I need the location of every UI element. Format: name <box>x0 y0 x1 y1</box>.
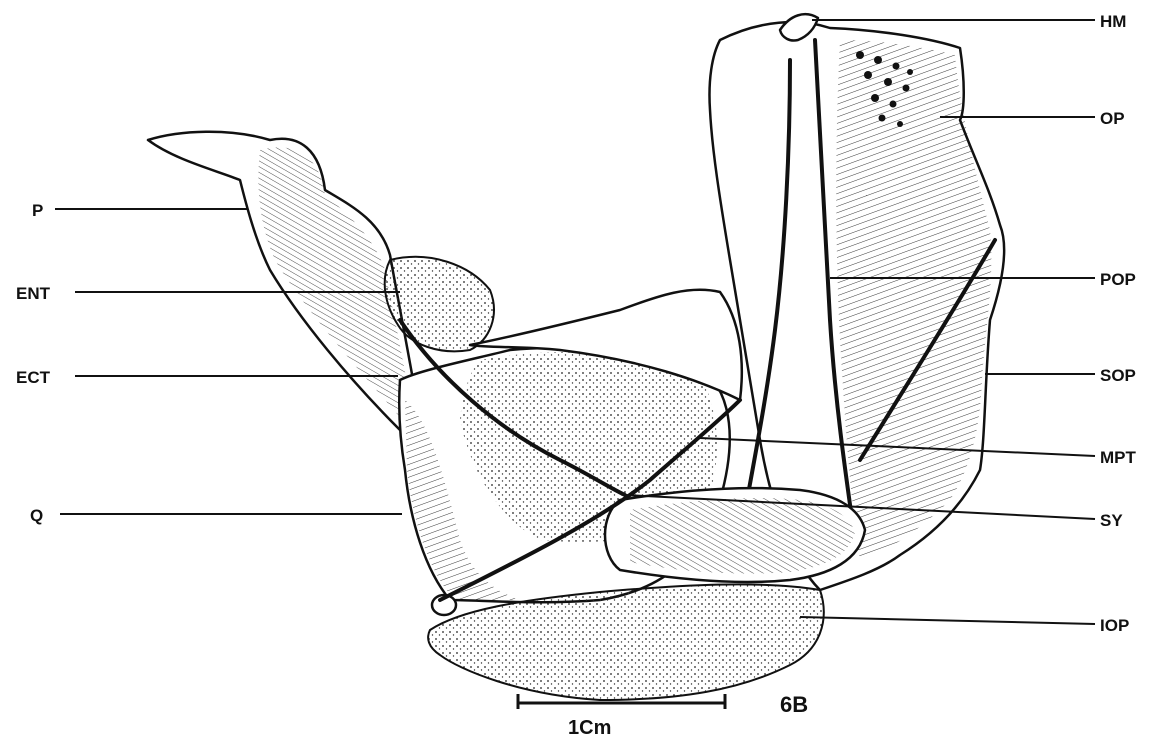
label-p: P <box>32 201 43 220</box>
scale-bar: 1Cm <box>518 694 725 739</box>
label-op: OP <box>1100 109 1125 128</box>
label-hm: HM <box>1100 12 1126 31</box>
label-ect: ECT <box>16 368 51 387</box>
label-iop: IOP <box>1100 616 1129 635</box>
symplectic-hatching <box>630 498 855 573</box>
scale-bar-label: 1Cm <box>568 717 611 739</box>
label-pop: POP <box>1100 270 1136 289</box>
label-mpt: MPT <box>1100 448 1137 467</box>
label-ent: ENT <box>16 284 51 303</box>
figure-number: 6B <box>780 692 808 717</box>
label-sop: SOP <box>1100 366 1136 385</box>
label-q: Q <box>30 506 43 525</box>
skull-bones-illustration <box>148 14 1004 700</box>
label-sy: SY <box>1100 511 1123 530</box>
